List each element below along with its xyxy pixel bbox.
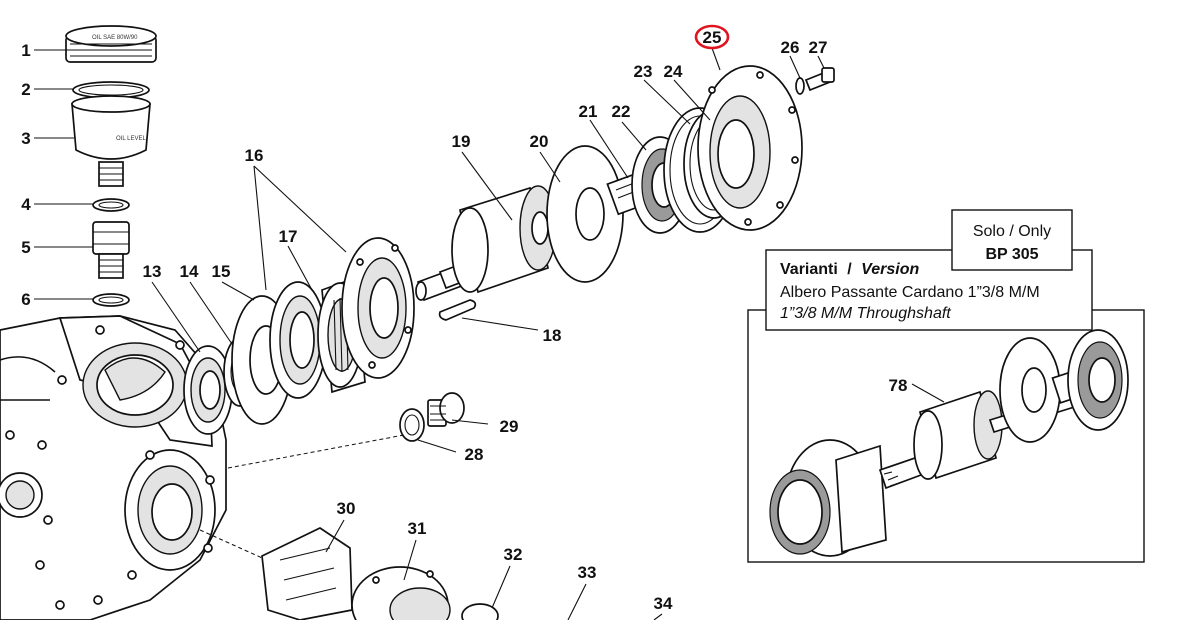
part-4-ring [92, 198, 130, 212]
callout-21: 21 [579, 102, 598, 121]
part-31-cap [351, 566, 451, 620]
part-3-oil-cup: OIL LEVEL [71, 95, 151, 187]
part-6-ring [92, 293, 130, 307]
version-title-it: Varianti [780, 261, 838, 278]
callout-28: 28 [465, 445, 484, 464]
callout-23: 23 [634, 62, 653, 81]
pump-housing [0, 315, 227, 620]
part-28-washer [399, 408, 425, 442]
part-26-27-screw [795, 67, 835, 95]
callout-34: 34 [654, 594, 673, 613]
callout-31: 31 [408, 519, 427, 538]
callout-3: 3 [21, 129, 30, 148]
version-desc-it: Albero Passante Cardano 1”3/8 M/M [780, 284, 1040, 301]
version-box: Solo / Only BP 305 Varianti / Version Al… [747, 209, 1145, 563]
callout-27: 27 [809, 38, 828, 57]
version-title-sep: / [847, 261, 852, 278]
callout-19: 19 [452, 132, 471, 151]
part-5-fitting [92, 221, 130, 279]
callout-4: 4 [21, 195, 31, 214]
part-16-flange [341, 237, 415, 379]
part-13-bearing [183, 345, 233, 435]
callout-26: 26 [781, 38, 800, 57]
version-desc-en: 1”3/8 M/M Throughshaft [780, 305, 951, 322]
oil-cup-label: OIL LEVEL [116, 136, 146, 142]
callout-18: 18 [543, 326, 562, 345]
version-badge-line1: Solo / Only [973, 223, 1051, 240]
version-badge-line2: BP 305 [985, 246, 1038, 263]
callout-25-highlight [694, 24, 730, 50]
callout-5: 5 [21, 238, 30, 257]
callout-1: 1 [21, 41, 30, 60]
oil-cap-label: OIL SAE 80W/90 [92, 35, 138, 41]
callout-16: 16 [245, 146, 264, 165]
callout-13: 13 [143, 262, 162, 281]
part-18-key [438, 299, 477, 321]
callout-15: 15 [212, 262, 231, 281]
callout-32: 32 [504, 545, 523, 564]
callout-33: 33 [578, 563, 597, 582]
callout-29: 29 [500, 417, 519, 436]
callout-17: 17 [279, 227, 298, 246]
part-19-drum [451, 185, 557, 294]
callout-30: 30 [337, 499, 356, 518]
callout-6: 6 [21, 290, 30, 309]
callout-22: 22 [612, 102, 631, 121]
version-title-en: Version [861, 261, 919, 278]
part-30-bracket [261, 527, 353, 620]
callout-25: 25 [703, 28, 722, 47]
version-title: Varianti / Version [780, 261, 919, 278]
part-1-oil-cap: OIL SAE 80W/90 [65, 25, 157, 63]
callout-24: 24 [664, 62, 683, 81]
callout-78: 78 [889, 376, 908, 395]
part-29-plug [427, 392, 465, 427]
part-20-disc [546, 145, 624, 283]
part-78-throughshaft [769, 329, 1129, 557]
part-16-seal-ring [269, 281, 327, 399]
callout-14: 14 [180, 262, 199, 281]
callout-20: 20 [530, 132, 549, 151]
callout-2: 2 [21, 80, 30, 99]
part-32-seal [461, 603, 499, 620]
part-25-cover [697, 65, 803, 231]
